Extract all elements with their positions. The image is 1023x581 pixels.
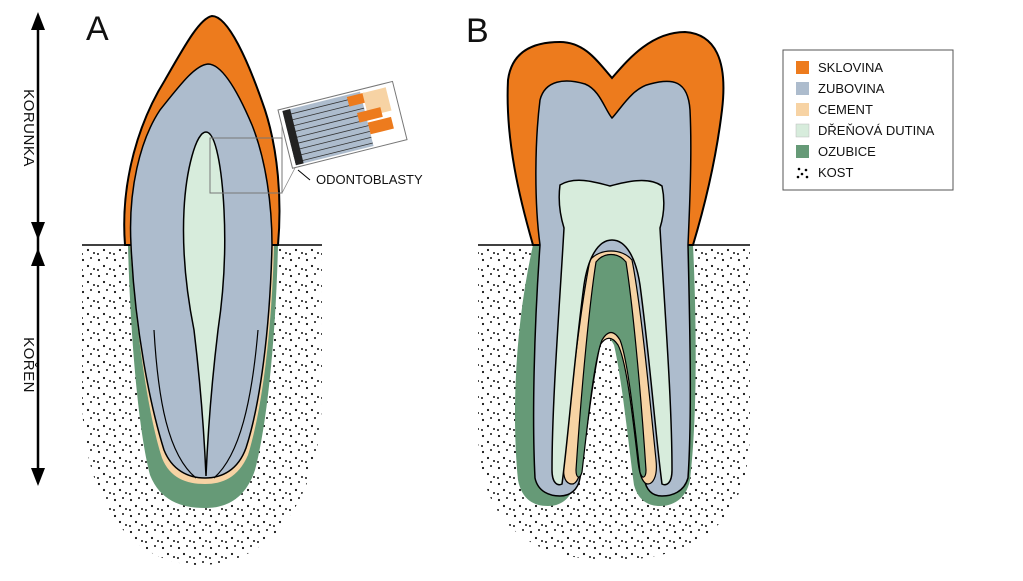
tooth-a xyxy=(82,14,322,565)
odontoblast-callout xyxy=(209,80,408,194)
legend-swatch-enamel xyxy=(796,61,809,74)
tooth-b-pulp xyxy=(551,179,673,486)
legend-swatch-gum xyxy=(796,145,809,158)
legend: SKLOVINA ZUBOVINA CEMENT DŘEŇOVÁ DUTINA … xyxy=(782,49,954,191)
panel-b-label: B xyxy=(466,12,489,50)
odontoblast-label: ODONTOBLASTY xyxy=(316,172,423,187)
crown-root-axis xyxy=(31,12,45,486)
legend-label-cement: CEMENT xyxy=(818,102,873,117)
legend-swatch-pulp xyxy=(795,123,810,138)
legend-label-pulp: DŘEŇOVÁ DUTINA xyxy=(818,123,935,138)
odontoblast-inset xyxy=(277,80,408,169)
root-label: KOŘEN xyxy=(20,337,37,393)
tooth-b xyxy=(478,30,750,560)
callout-source-box xyxy=(209,137,283,194)
legend-label-enamel: SKLOVINA xyxy=(818,60,883,75)
tooth-a-pulp xyxy=(182,131,226,477)
legend-label-dentin: ZUBOVINA xyxy=(818,81,885,96)
panel-a-label: A xyxy=(86,10,109,48)
legend-box xyxy=(782,49,954,191)
legend-swatch-dentin xyxy=(796,82,809,95)
crown-label: KORUNKA xyxy=(20,89,37,167)
legend-swatch-bone xyxy=(796,166,809,179)
legend-label-bone: KOST xyxy=(818,165,853,180)
legend-swatch-cement xyxy=(796,103,809,116)
legend-label-gum: OZUBICE xyxy=(818,144,876,159)
